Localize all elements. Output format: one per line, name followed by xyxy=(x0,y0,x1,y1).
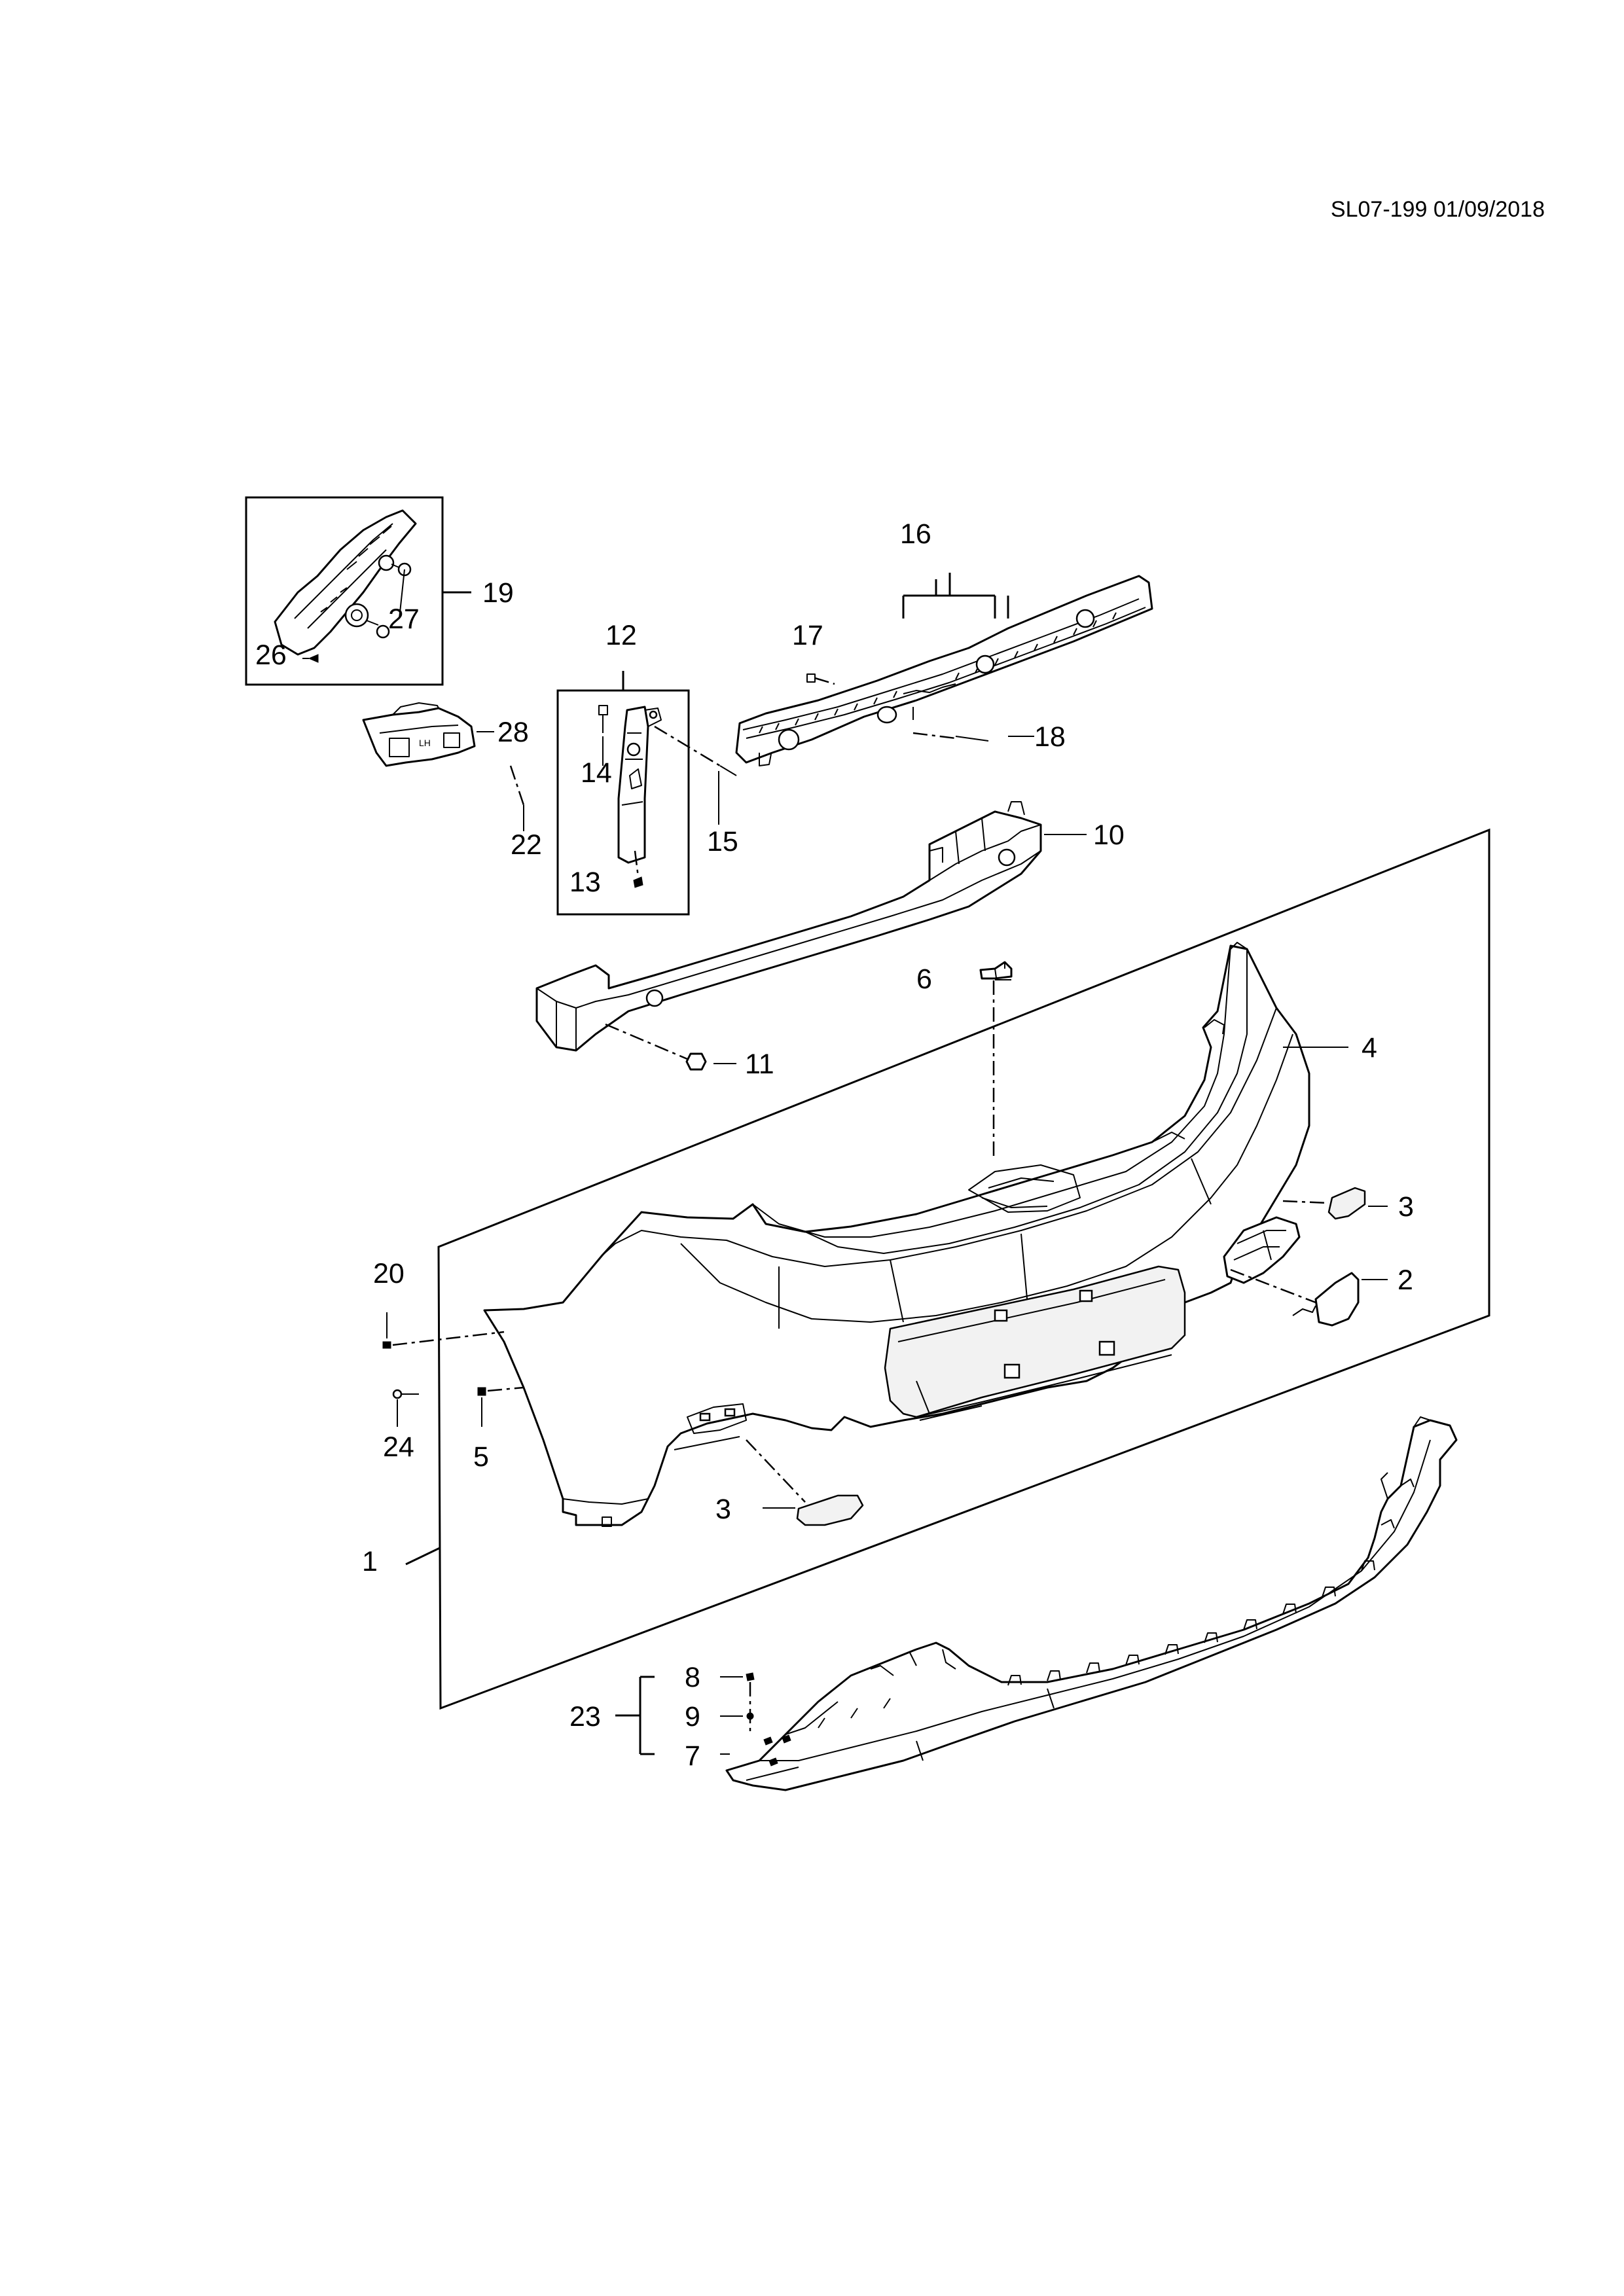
callout-17: 17 xyxy=(792,620,823,651)
callout-7: 7 xyxy=(685,1740,700,1772)
callout-13: 13 xyxy=(569,867,601,898)
callout-3-right: 3 xyxy=(1398,1191,1414,1223)
part-7-lower-diffuser xyxy=(725,1416,1458,1791)
callout-3-left: 3 xyxy=(715,1494,731,1525)
part-10-bumper-beam xyxy=(535,801,1042,1071)
callout-labels: 16 17 18 12 19 27 26 28 14 22 15 13 10 6… xyxy=(255,518,1414,1772)
callout-6: 6 xyxy=(916,963,932,995)
inset-box-reinforcement xyxy=(556,671,690,916)
callout-24: 24 xyxy=(383,1431,414,1463)
part-2-tow-hook-cover xyxy=(1230,1268,1360,1327)
fasteners-lower-group xyxy=(615,1672,755,1755)
part-4-bumper-fascia xyxy=(483,942,1310,1527)
callout-23: 23 xyxy=(569,1701,601,1732)
callout-27: 27 xyxy=(388,603,420,635)
part-3-reflector-right xyxy=(1282,1187,1366,1220)
callout-22: 22 xyxy=(511,829,542,861)
part-28-side-bracket: LH xyxy=(362,702,476,767)
callout-20: 20 xyxy=(373,1258,405,1289)
callout-5: 5 xyxy=(473,1441,489,1473)
part-16-energy-absorber xyxy=(735,575,1153,766)
document-reference: SL07-199 01/09/2018 xyxy=(1330,197,1545,222)
leader-lines xyxy=(399,569,1388,1509)
callout-1: 1 xyxy=(362,1546,378,1577)
part-3-reflector-left xyxy=(746,1439,864,1526)
callout-8: 8 xyxy=(685,1662,700,1693)
callout-11: 11 xyxy=(745,1049,774,1080)
callout-2: 2 xyxy=(1398,1265,1413,1296)
inset-box-bracket-assembly xyxy=(245,496,471,686)
callout-28: 28 xyxy=(497,717,529,748)
callout-4: 4 xyxy=(1362,1032,1377,1064)
callout-15: 15 xyxy=(707,826,738,857)
assembly-frame xyxy=(405,828,1490,1710)
callout-19: 19 xyxy=(482,577,514,609)
callout-26: 26 xyxy=(255,639,287,671)
fasteners-left-side xyxy=(382,1312,524,1427)
callout-9: 9 xyxy=(685,1701,700,1732)
callout-14: 14 xyxy=(581,757,612,789)
bracket-lh-marking: LH xyxy=(419,738,431,748)
callout-18: 18 xyxy=(1034,721,1066,753)
part-6-clip xyxy=(979,961,1013,1158)
callout-10: 10 xyxy=(1093,819,1125,851)
callout-12: 12 xyxy=(605,620,637,651)
callout-16: 16 xyxy=(900,518,931,550)
